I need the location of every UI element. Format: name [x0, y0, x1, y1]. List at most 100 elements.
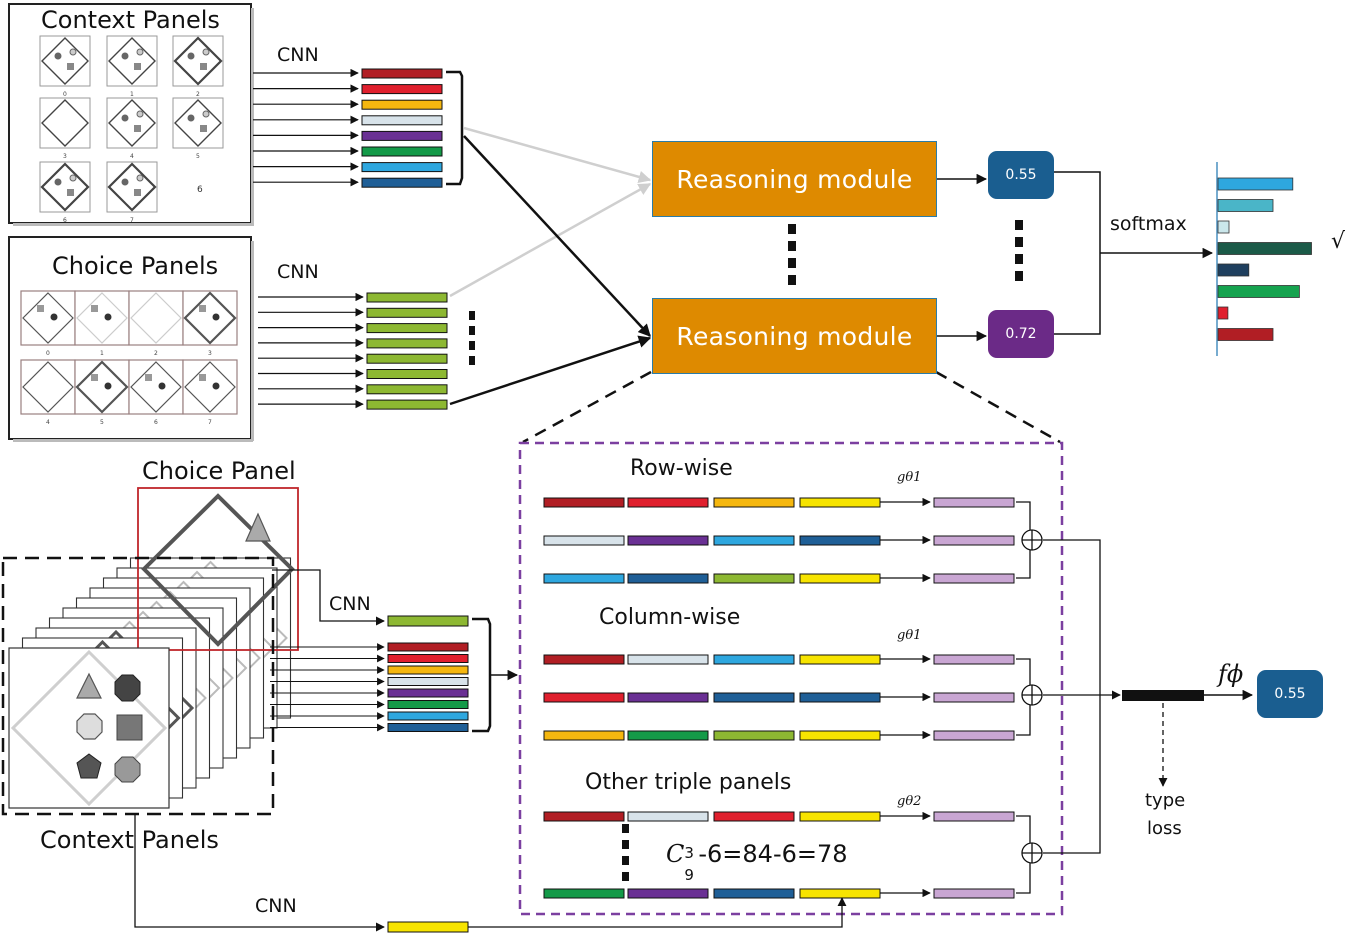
choice-mini-number: 4 — [46, 419, 50, 426]
choice-mini-shape — [199, 305, 206, 312]
mini-panel-diamond — [173, 36, 223, 86]
relation-embedding-bar — [627, 730, 709, 741]
choice-mini-panel — [128, 290, 184, 346]
context-embedding-bar — [361, 146, 443, 157]
relation-embedding-bar — [543, 535, 625, 546]
choice-mini-shape — [145, 374, 152, 381]
choice-panel-red-box — [137, 487, 299, 651]
choice-mini-number: 1 — [100, 350, 104, 357]
context-embedding-bar — [361, 162, 443, 173]
loss-label: loss — [1147, 818, 1182, 839]
choice-mini-diamond — [184, 361, 236, 413]
g-theta1-col: gθ1 — [897, 628, 922, 643]
relation-output-bar — [933, 888, 1015, 899]
choice-embedding-bar — [366, 307, 448, 318]
stack-embedding-bar — [387, 723, 469, 732]
reasoning-module-bottom: Reasoning module — [652, 298, 937, 374]
g-theta2-triple: gθ2 — [897, 794, 922, 809]
mini-shape — [67, 63, 74, 70]
triple-vertical-dots — [622, 824, 629, 881]
mini-panel-diamond — [174, 99, 222, 147]
choice-mini-number: 2 — [154, 350, 158, 357]
row-combiner — [1016, 501, 1043, 579]
choice-cnn-arrows — [258, 292, 364, 409]
relation-embedding-bar — [799, 811, 881, 822]
softmax-bars — [1217, 177, 1312, 341]
row-wise-label: Row-wise — [630, 456, 733, 481]
context-embedding-bar — [361, 68, 443, 79]
choice-mini-shape — [37, 305, 44, 312]
cnn-label-context: CNN — [277, 44, 319, 66]
mini-shape — [202, 48, 210, 56]
relation-output-bar — [933, 573, 1015, 584]
choice-mini-number: 5 — [100, 419, 104, 426]
relation-output-bar — [933, 654, 1015, 665]
mini-panel-number: 6 — [197, 185, 203, 195]
mini-panel — [39, 97, 91, 149]
relation-output-bar — [933, 692, 1015, 703]
choice-mini-diamond — [75, 360, 129, 414]
relation-output-bar — [933, 535, 1015, 546]
choice-mini-shape — [104, 382, 112, 390]
mini-shape — [134, 189, 141, 196]
choice-panel-title: Choice Panel — [142, 457, 296, 485]
mini-panel-diamond — [41, 99, 89, 147]
choice-embedding-bottom — [387, 615, 469, 627]
mini-shape — [187, 52, 195, 60]
relation-embedding-bar — [543, 573, 625, 584]
mini-shape — [200, 63, 207, 70]
relation-embedding-bar — [713, 811, 795, 822]
cnn-label-stack: CNN — [329, 593, 371, 615]
choice-embedding-bar — [366, 384, 448, 395]
selected-check: √ — [1331, 229, 1346, 254]
relation-embedding-bar — [799, 497, 881, 508]
choice-mini-number: 6 — [154, 419, 158, 426]
module-vertical-dots — [788, 220, 1023, 285]
mini-shape — [202, 110, 210, 118]
choice-mini-panel — [20, 290, 76, 346]
mini-panel-number: 1 — [130, 91, 134, 98]
relation-embedding-bar — [543, 654, 625, 665]
stack-embedding-bar — [387, 700, 469, 709]
mini-panel-diamond — [108, 99, 156, 147]
relation-output-bar — [933, 497, 1015, 508]
context-embeddings — [361, 68, 443, 188]
context-panels-title: Context Panels — [41, 6, 220, 34]
choice-mini-shape — [212, 313, 220, 321]
mini-shape — [54, 178, 62, 186]
mini-shape — [67, 189, 74, 196]
stack-embedding-bar — [387, 677, 469, 686]
context-embedding-bar — [361, 115, 443, 126]
relation-embedding-bar — [713, 888, 795, 899]
triple-combiner — [1016, 815, 1043, 894]
context-embedding-bar — [361, 177, 443, 188]
stack-cnn-arrows — [270, 643, 385, 732]
front-context-panel — [8, 647, 170, 809]
choice-panel-diamond — [141, 493, 295, 647]
formula-text: -6=84-6=78 — [698, 840, 848, 868]
mini-shape — [134, 63, 141, 70]
mini-panel-diamond — [108, 37, 156, 85]
softmax-bar — [1217, 220, 1230, 234]
choice-vertical-dots — [469, 311, 475, 365]
relation-embedding-bar — [627, 654, 709, 665]
stack-embedding-bar — [387, 688, 469, 698]
relation-embedding-bar — [713, 730, 795, 741]
mini-shape — [121, 114, 129, 122]
stack-embedding-bar — [387, 654, 469, 663]
choice-mini-diamond — [76, 292, 128, 344]
context-panels-dashed-box — [1, 556, 275, 816]
mini-panel-diamond — [41, 37, 89, 85]
choice-mini-number: 0 — [46, 350, 50, 357]
mini-panel-diamond — [107, 162, 157, 212]
choice-mini-panel — [128, 359, 184, 415]
stack-embeddings — [387, 642, 469, 732]
context-embedding-bar — [361, 84, 443, 95]
relation-embedding-bar — [627, 535, 709, 546]
other-triple-label: Other triple panels — [585, 770, 792, 795]
stack-brace — [472, 617, 492, 733]
relation-embedding-bar — [799, 573, 881, 584]
relation-embedding-bar — [627, 497, 709, 508]
